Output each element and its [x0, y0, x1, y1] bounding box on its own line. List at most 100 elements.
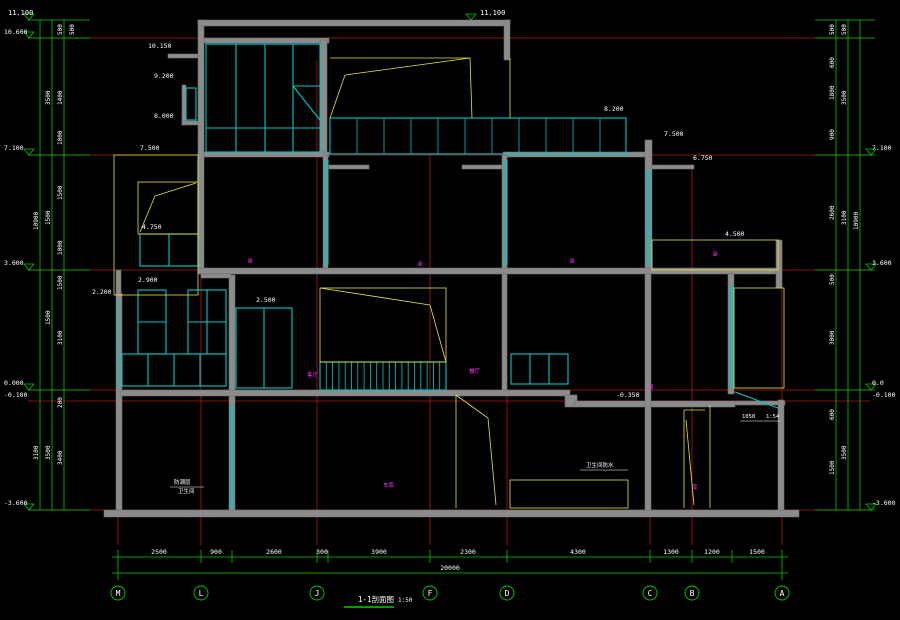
railing-slats [356, 118, 601, 154]
room-tag: 卧 [418, 260, 424, 268]
title-text: 1-1剖面图 [358, 594, 394, 604]
dim-label: 500 [69, 24, 76, 35]
dim-label: 900 [829, 129, 836, 140]
elevation-tag: 7.500 [140, 144, 160, 152]
elevation-tag: 9.200 [154, 72, 174, 80]
room-tags: 卧 卧 卧 卧 客厅 餐厅 厨 车库 库 [248, 250, 719, 491]
dim-label: 1200 [704, 548, 720, 556]
dim-label: 200 [57, 397, 64, 408]
axis-label: L [199, 589, 204, 598]
elevation-tag: 4.500 [725, 230, 745, 238]
dim-label: 1000 [57, 240, 64, 255]
axis-bubble-d: D [499, 585, 515, 601]
stair-balusters [325, 362, 441, 390]
dim-label: 10900 [853, 212, 860, 230]
elevation-tag: 2.200 [92, 288, 112, 296]
level-label: -3.600 [872, 499, 896, 507]
elevation-tag: 6.750 [693, 154, 713, 162]
axis-label: A [780, 589, 785, 598]
top-elevation-labels: 11.100 11.100 [8, 9, 505, 17]
right-dimension-lines [815, 19, 875, 511]
note-dampproof: 防潮层 [174, 478, 191, 486]
right-dimension-text: 10900 3500 3100 3500 500 500 600 1800 90… [829, 24, 860, 475]
right-level-labels: 7.100 3.600 0.0 -0.100 -3.600 [872, 144, 896, 507]
top-elevation-label: 11.100 [480, 9, 505, 17]
axis-bubble-c: C [642, 585, 658, 601]
axis-bubbles: M L J F D C B A [110, 585, 790, 601]
level-label: 3.600 [4, 259, 24, 267]
level-triangles [23, 13, 877, 511]
drawing-title: 1-1剖面图 1:50 [344, 594, 413, 608]
axis-bubble-m: M [110, 585, 126, 601]
bottom-dimension-text: 2500 900 2600 300 3900 2300 4300 1300 12… [151, 548, 765, 572]
dim-label: 500 [829, 24, 836, 35]
dim-label: 4300 [570, 548, 586, 556]
level-label: 0.000 [4, 379, 24, 387]
dim-label: 3500 [841, 90, 848, 105]
dim-label: 1500 [57, 275, 64, 290]
dim-label: 3500 [45, 445, 52, 460]
room-tag: 卧 [570, 257, 576, 265]
elevation-tag: 2.900 [138, 276, 158, 284]
dim-label: 3100 [33, 445, 40, 460]
elevation-tag: 2.500 [256, 296, 276, 304]
axis-bubble-a: A [774, 585, 790, 601]
elevation-tag: 4.750 [142, 223, 162, 231]
elevation-tags: 10.150 9.200 8.000 8.200 7.500 7.500 6.7… [92, 42, 745, 399]
level-label: 10.600 [4, 28, 28, 36]
dim-label: 500 [57, 24, 64, 35]
top-elevation-label: 11.100 [8, 9, 33, 17]
dim-label: 2500 [151, 548, 167, 556]
axis-label: C [648, 589, 653, 598]
level-label: -3.600 [4, 499, 28, 507]
note-dim: 1050 [742, 414, 755, 420]
dim-label: 3500 [45, 90, 52, 105]
room-tag: 卧 [713, 250, 719, 258]
dim-label: 3400 [57, 450, 64, 465]
dim-label: 1400 [57, 90, 64, 105]
dim-total: 20000 [440, 564, 460, 572]
room-tag: 餐厅 [469, 367, 481, 375]
note-slope: 1:54 [766, 414, 780, 420]
note-bathroom: 卫生间 [178, 487, 195, 495]
bottom-dimension-lines [112, 550, 788, 580]
dim-label: 3000 [829, 330, 836, 345]
room-tag: 库 [692, 483, 698, 491]
dim-label: 900 [210, 548, 222, 556]
dim-label: 1300 [663, 548, 679, 556]
left-level-labels: 10.600 7.100 3.600 0.000 -0.100 -3.600 [4, 28, 28, 507]
structure [103, 19, 800, 518]
room-tag: 车库 [383, 481, 395, 489]
dim-label: 300 [316, 548, 328, 556]
dim-label: 10900 [33, 212, 40, 230]
axis-label: M [116, 589, 121, 598]
level-label: -0.100 [872, 391, 896, 399]
elevation-tag: 8.200 [604, 105, 624, 113]
room-tag: 客厅 [307, 371, 319, 379]
dim-label: 2600 [829, 205, 836, 220]
level-label: 3.600 [872, 259, 892, 267]
dim-label: 1500 [45, 310, 52, 325]
note-leaders [170, 420, 780, 488]
axis-label: J [315, 589, 320, 598]
dim-label: 1500 [57, 185, 64, 200]
dim-label: 3900 [371, 548, 387, 556]
room-tag: 卧 [248, 257, 254, 265]
dim-label: 500 [841, 24, 848, 35]
dim-label: 1500 [45, 210, 52, 225]
dim-label: 2300 [460, 548, 476, 556]
scale-text: 1:50 [398, 597, 413, 604]
dim-label: 1800 [829, 85, 836, 100]
dim-label: 3500 [841, 445, 848, 460]
elevation-tag: 8.000 [154, 112, 174, 120]
dim-label: 3100 [57, 330, 64, 345]
dim-label: 600 [829, 57, 836, 68]
dim-label: 600 [829, 409, 836, 420]
axis-bubble-f: F [422, 585, 438, 601]
left-dimension-text: 10900 3500 1500 1500 3100 3500 500 500 1… [33, 24, 76, 465]
axis-bubble-b: B [684, 585, 700, 601]
axis-label: D [505, 589, 510, 598]
dim-label: 1500 [749, 548, 765, 556]
elevation-tag: -0.350 [616, 391, 640, 399]
